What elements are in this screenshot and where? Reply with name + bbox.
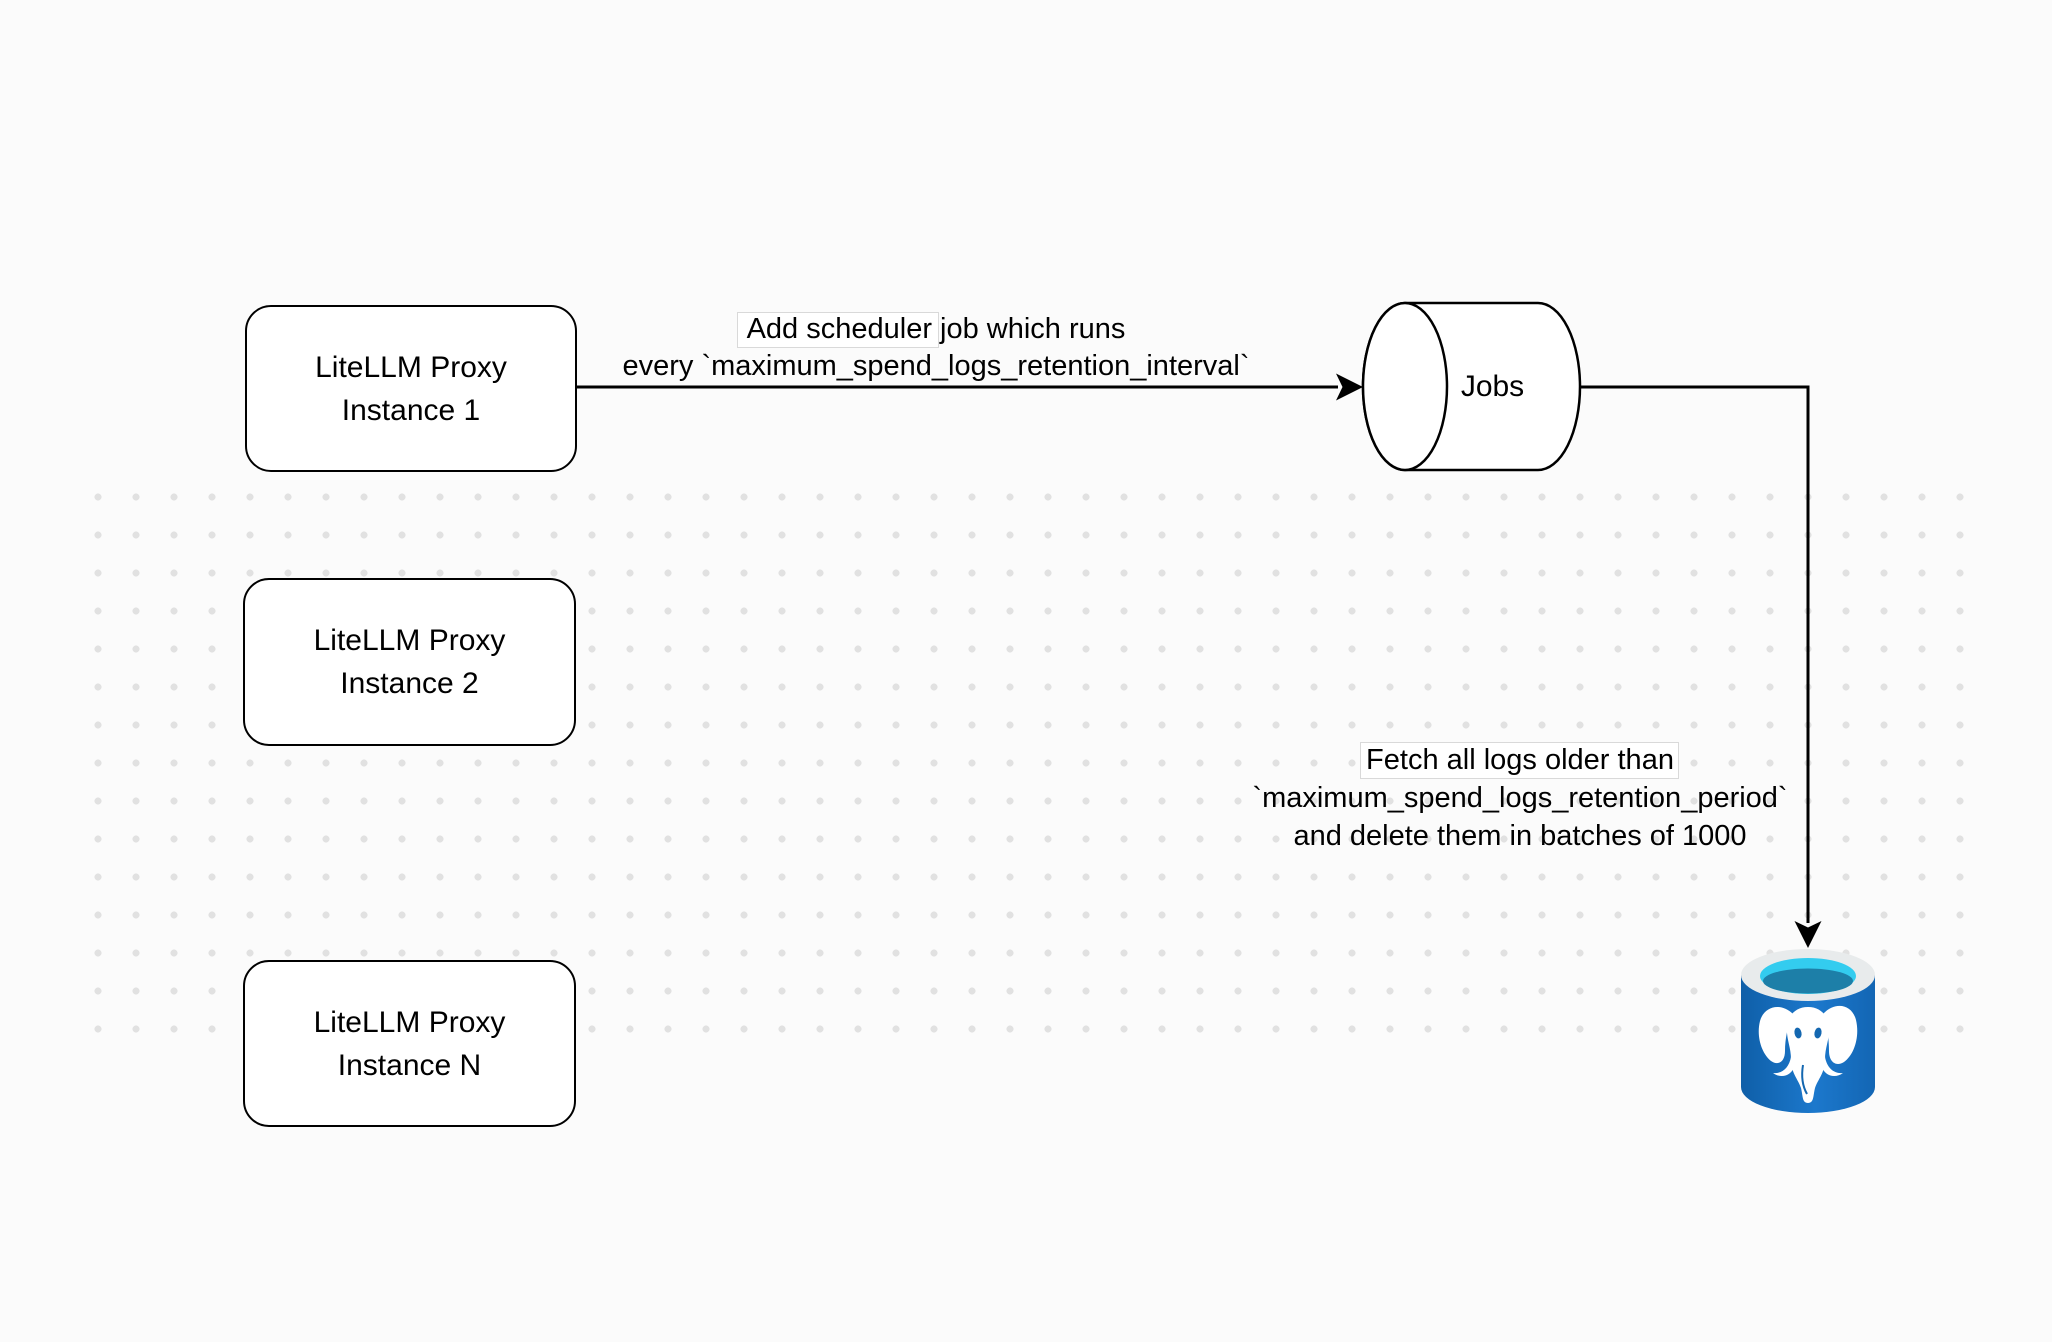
node-litellm-proxy-instance-2: LiteLLM Proxy Instance 2 xyxy=(243,578,576,746)
edge-label-background xyxy=(737,312,939,348)
edge-label-line: and delete them in batches of 1000 xyxy=(1293,820,1747,852)
edge-fetch-arrow xyxy=(1580,385,1822,948)
postgresql-icon xyxy=(1741,949,1875,1113)
jobs-cylinder-label: Jobs xyxy=(1460,370,1525,403)
node-litellm-proxy-instance-n: LiteLLM Proxy Instance N xyxy=(243,960,576,1127)
edge-label-scheduler: Add scheduler job which runs every `maxi… xyxy=(586,311,1286,385)
node-label-line: Instance 2 xyxy=(340,667,479,700)
node-label-line: Instance N xyxy=(337,1048,482,1082)
node-label-line: LiteLLM Proxy xyxy=(313,1005,506,1039)
edge-scheduler-arrow xyxy=(573,373,1363,401)
node-label-line: LiteLLM Proxy xyxy=(315,350,507,384)
node-litellm-proxy-instance-1: LiteLLM Proxy Instance 1 xyxy=(245,305,577,472)
node-label-line: LiteLLM Proxy xyxy=(313,624,506,657)
edge-label-line: Fetch all logs older than xyxy=(1366,744,1674,776)
edge-label-line: every `maximum_spend_logs_retention_inte… xyxy=(622,350,1250,382)
edge-label-background xyxy=(1360,742,1679,779)
edge-label-line: `maximum_spend_logs_retention_period` xyxy=(1252,782,1788,814)
edge-label-line: Add scheduler job which runs xyxy=(746,313,1126,345)
edge-label-fetch-delete: Fetch all logs older than `maximum_spend… xyxy=(1170,741,1870,855)
jobs-cylinder xyxy=(1361,301,1582,472)
node-label-line: Instance 1 xyxy=(341,393,481,427)
